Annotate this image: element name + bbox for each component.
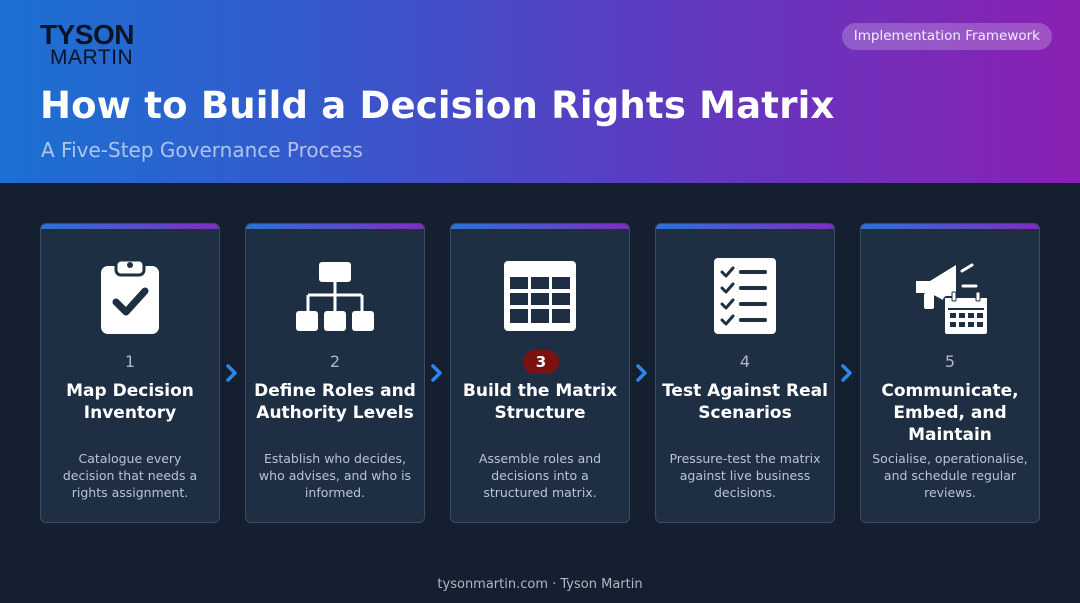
framework-badge: Implementation Framework xyxy=(841,23,1052,50)
step-number: 5 xyxy=(944,352,956,371)
header-banner: TYSON MARTIN Implementation Framework Ho… xyxy=(0,0,1080,183)
card-accent-bar xyxy=(861,224,1039,229)
page-title: How to Build a Decision Rights Matrix xyxy=(40,84,835,127)
footer-credit: tysonmartin.com · Tyson Martin xyxy=(437,577,643,592)
brand-logo-line2: MARTIN xyxy=(50,46,134,69)
step-description: Establish who decides, who advises, and … xyxy=(258,451,412,500)
card-accent-bar xyxy=(656,224,834,229)
step-description: Pressure-test the matrix against live bu… xyxy=(669,451,821,500)
step-description: Catalogue every decision that needs a ri… xyxy=(62,451,198,500)
brand-logo: TYSON MARTIN xyxy=(40,19,150,69)
chevron-right-icon xyxy=(431,364,442,382)
table-grid-icon xyxy=(451,257,629,337)
step-card-1: 1 Map Decision Inventory Catalogue every… xyxy=(40,223,220,523)
brand-logo-line1: TYSON xyxy=(40,19,134,50)
card-accent-bar xyxy=(246,224,424,229)
page-subtitle: A Five-Step Governance Process xyxy=(41,138,363,162)
step-title: Test Against Real Scenarios xyxy=(662,381,828,423)
step-title: Communicate, Embed, and Maintain xyxy=(881,381,1019,445)
step-card-2: 2 Define Roles and Authority Levels Esta… xyxy=(245,223,425,523)
step-number: 2 xyxy=(329,352,341,371)
step-title: Build the Matrix Structure xyxy=(462,381,618,423)
step-number: 1 xyxy=(124,352,136,371)
chevron-right-icon xyxy=(636,364,647,382)
card-accent-bar xyxy=(451,224,629,229)
step-title: Define Roles and Authority Levels xyxy=(254,381,416,423)
step-card-5: 5 Communicate, Embed, and Maintain Socia… xyxy=(860,223,1040,523)
step-number-active: 3 xyxy=(523,350,559,374)
org-chart-icon xyxy=(246,257,424,337)
card-accent-bar xyxy=(41,224,219,229)
step-number: 4 xyxy=(739,352,751,371)
step-card-3: 3 Build the Matrix Structure Assemble ro… xyxy=(450,223,630,523)
chevron-right-icon xyxy=(226,364,237,382)
step-description: Socialise, operationalise, and schedule … xyxy=(872,451,1028,500)
step-title: Map Decision Inventory xyxy=(66,381,194,423)
checklist-icon xyxy=(656,257,834,337)
step-description: Assemble roles and decisions into a stru… xyxy=(478,451,602,500)
megaphone-calendar-icon xyxy=(861,257,1039,337)
clipboard-check-icon xyxy=(41,257,219,337)
step-card-4: 4 Test Against Real Scenarios Pressure-t… xyxy=(655,223,835,523)
chevron-right-icon xyxy=(841,364,852,382)
